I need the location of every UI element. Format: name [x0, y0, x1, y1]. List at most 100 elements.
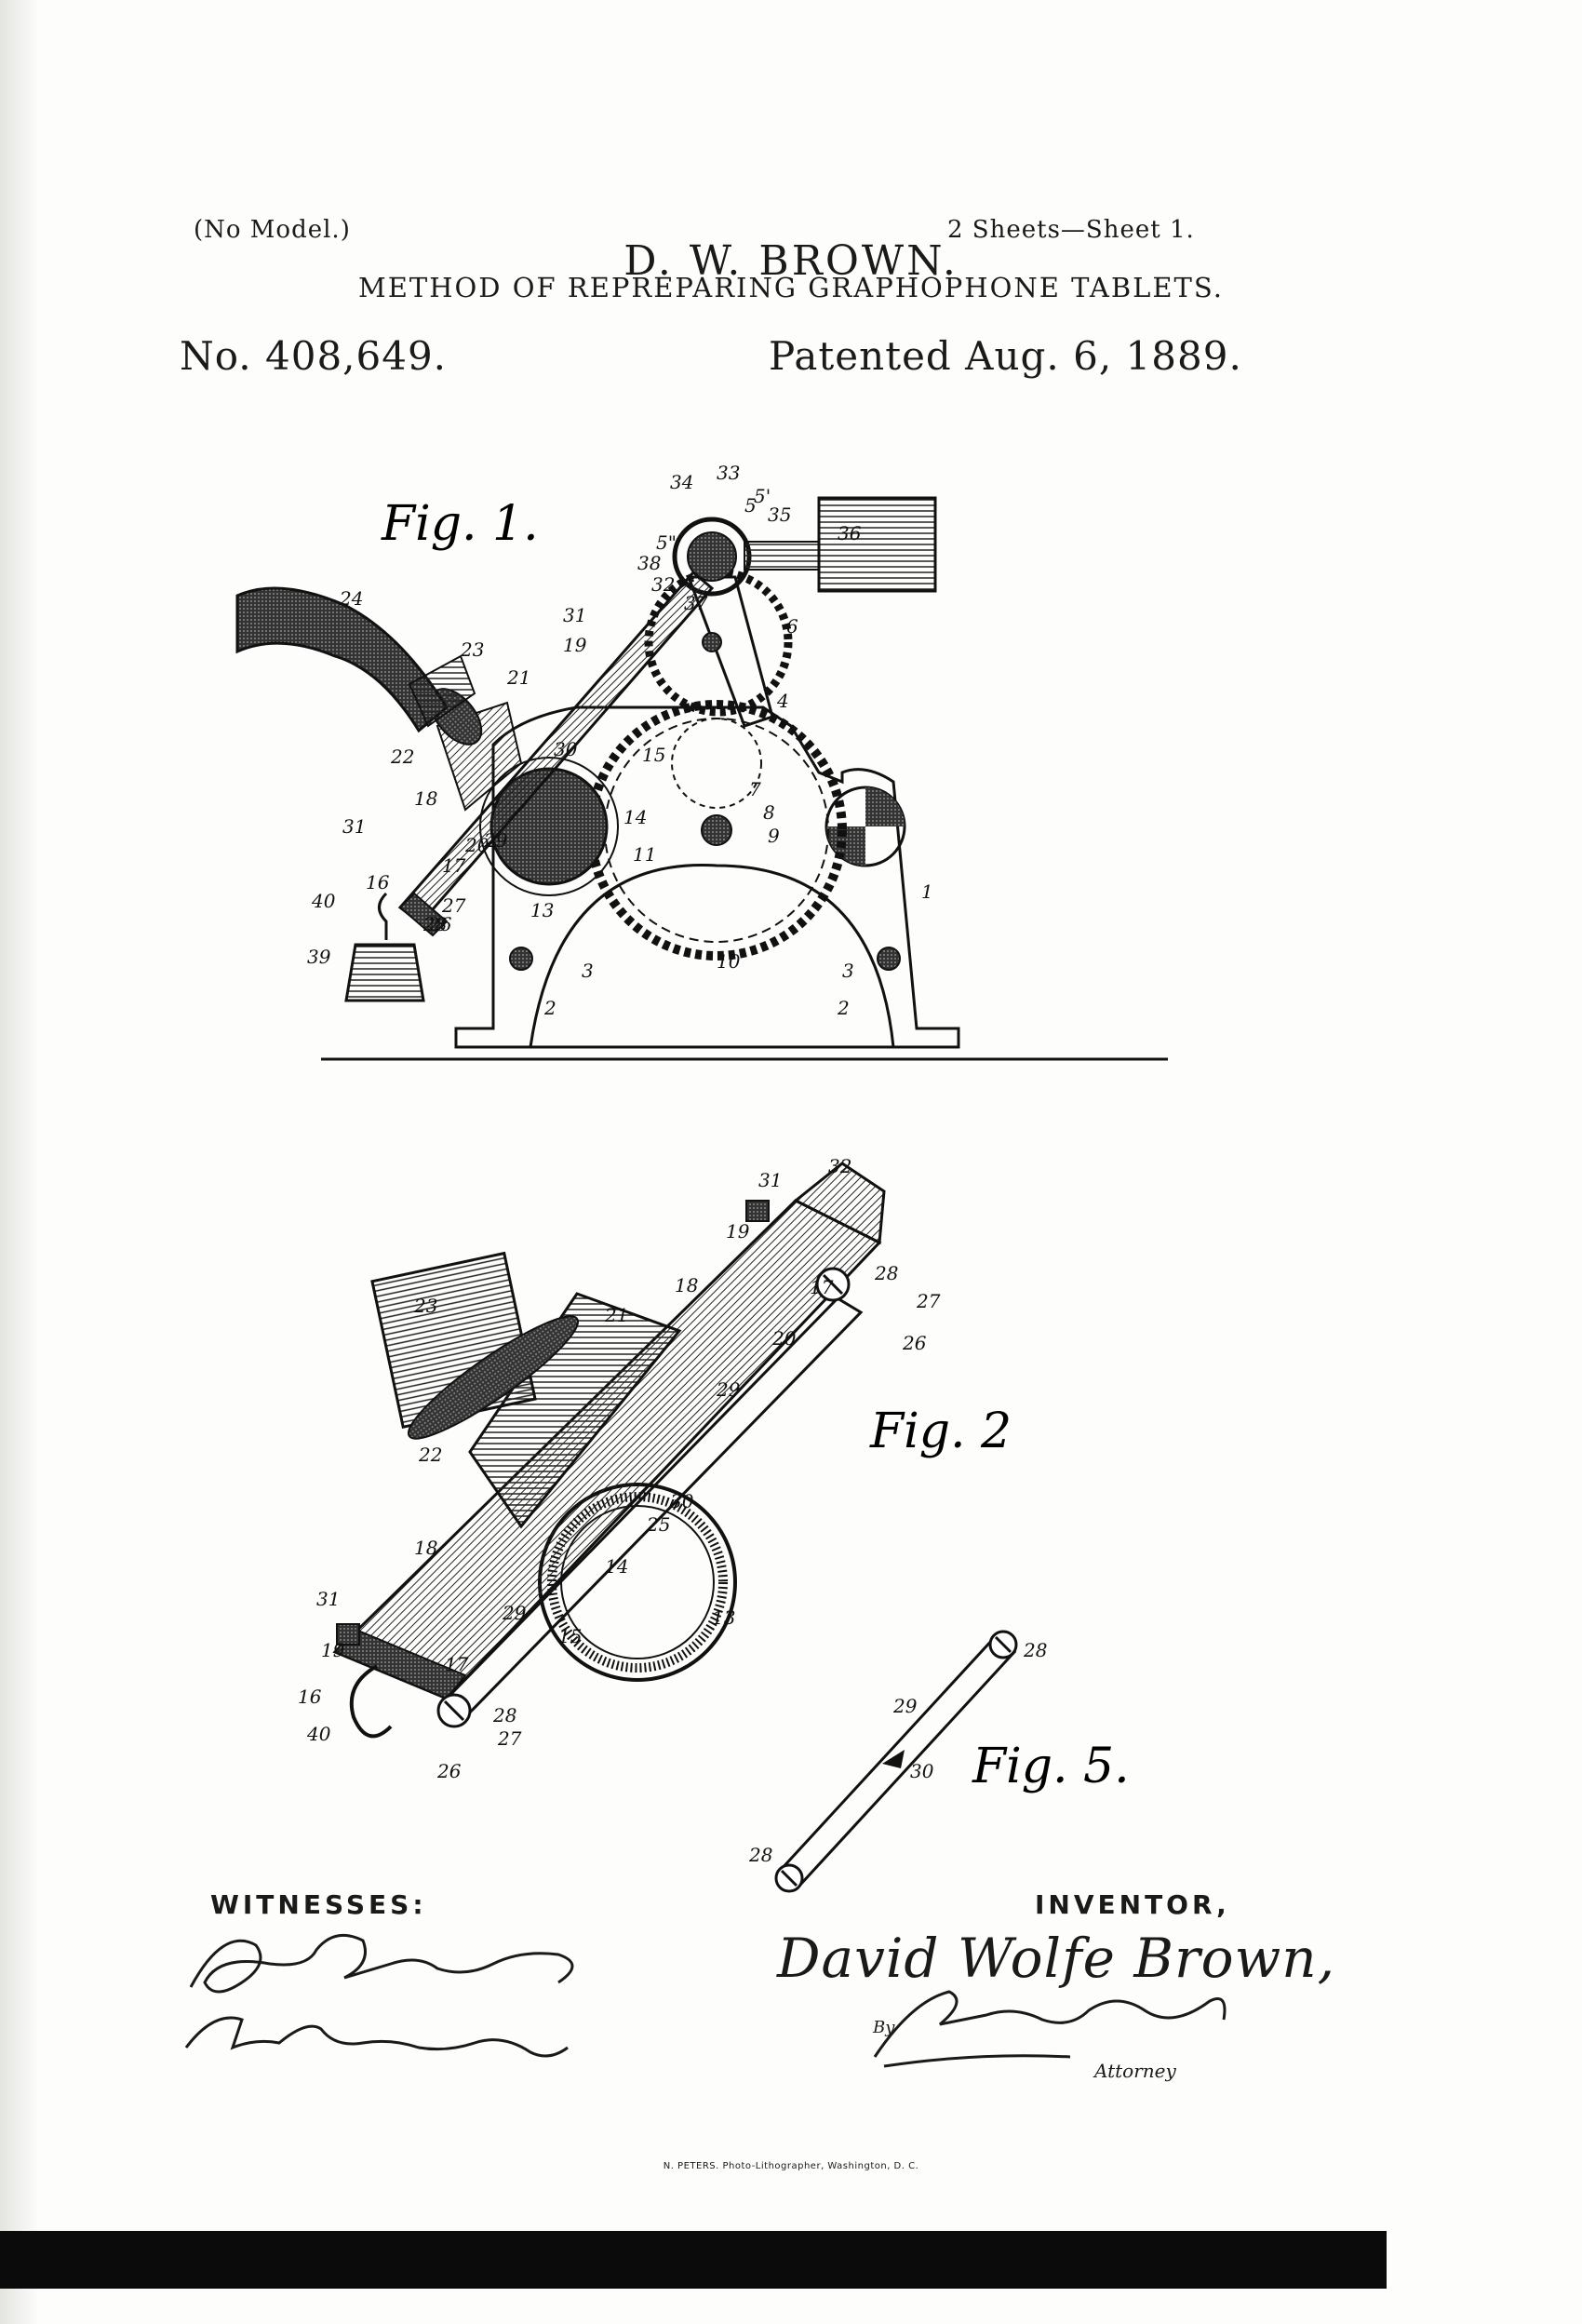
ref-numeral: 36	[838, 522, 862, 544]
ref-numeral: 20	[771, 1327, 797, 1350]
ref-numeral: 18	[414, 1537, 437, 1559]
by-label: By	[873, 2018, 895, 2037]
model-note: (No Model.)	[194, 216, 351, 244]
lever-detent	[882, 1750, 905, 1768]
top-bearing-core	[687, 531, 737, 582]
ref-numeral: 26	[436, 1760, 462, 1782]
ref-numeral: 15	[642, 744, 665, 766]
ref-numeral: 28	[748, 1844, 772, 1866]
ref-numeral: 17	[442, 854, 466, 877]
figure-2: Fig. 2 13	[298, 1155, 1012, 1782]
inventor-surname-header: D. W. BROWN.	[623, 237, 959, 285]
ref-numeral: 30	[910, 1760, 934, 1782]
ref-numeral: 27	[441, 894, 466, 917]
ref-numeral: 18	[414, 787, 437, 810]
hose-coupling	[408, 654, 476, 728]
hook	[378, 892, 388, 940]
ref-numeral: 29	[483, 829, 508, 852]
ref-numeral: 16	[298, 1686, 322, 1708]
ref-numeral: 30	[670, 1490, 694, 1512]
ref-numeral: 23	[413, 1295, 437, 1317]
ref-numeral: 10	[717, 950, 741, 973]
ref-numeral: 19	[321, 1639, 345, 1661]
pulley-quadrant	[826, 826, 865, 866]
ref-numeral: 34	[670, 471, 693, 493]
printer-imprint: N. PETERS. Photo-Lithographer, Washingto…	[663, 2161, 919, 2171]
ref-numeral: 29	[716, 1378, 741, 1401]
ref-numeral: 31	[563, 604, 586, 626]
ref-numeral: 5'	[754, 485, 771, 507]
fig-2-label: Fig. 2	[869, 1404, 1012, 1459]
ref-numeral: 31	[758, 1169, 782, 1191]
ref-numeral: 27	[916, 1290, 941, 1312]
inventor-label: INVENTOR,	[1035, 1889, 1230, 1920]
ref-numeral: 17	[445, 1653, 469, 1675]
ref-numeral: 27	[497, 1727, 522, 1750]
ref-numeral: 24	[339, 587, 363, 610]
patent-date: Patented Aug. 6, 1889.	[769, 333, 1242, 379]
shaft	[744, 541, 820, 571]
ref-numeral: 21	[604, 1304, 628, 1326]
screw-31	[336, 1623, 360, 1646]
small-gear-hidden	[671, 718, 762, 809]
ref-numeral: 19	[563, 634, 587, 656]
ref-numeral: 5	[744, 494, 757, 517]
fig-5-label: Fig. 5.	[972, 1739, 1130, 1794]
ref-numeral: 2	[543, 997, 556, 1019]
scan-edge-band	[0, 2231, 1387, 2289]
ref-numeral: 15	[558, 1625, 582, 1647]
ref-numeral: 35	[768, 504, 791, 526]
ref-numeral: 26	[427, 913, 452, 935]
ref-numeral: 2	[837, 997, 850, 1019]
ref-numeral: 28	[874, 1262, 898, 1284]
screw-slot	[822, 1273, 844, 1296]
patent-number: No. 408,649.	[180, 333, 448, 379]
gear-hub	[702, 632, 722, 652]
tablet-wax-layer	[547, 1492, 728, 1672]
sheet-count: 2 Sheets—Sheet 1.	[947, 216, 1195, 244]
witness-signatures	[184, 1933, 574, 2058]
ref-numeral: 18	[675, 1274, 698, 1296]
carriage-end	[398, 892, 449, 937]
ref-numeral: 29	[892, 1695, 918, 1717]
ref-numeral: 40	[311, 890, 336, 912]
drum	[817, 496, 937, 593]
figure-1: Fig. 1.	[235, 462, 1168, 1061]
figure-5: Fig. 5. 28 28 29 30	[748, 1630, 1130, 1893]
ref-numeral: 19	[726, 1220, 750, 1243]
fig-1-label: Fig. 1.	[381, 496, 539, 552]
carriage-top-end	[793, 1162, 886, 1245]
ref-numeral: 4	[776, 690, 789, 712]
inventor-signature: David Wolfe Brown,	[777, 1927, 1336, 1990]
ref-numeral: 25	[646, 1513, 670, 1536]
ref-numeral: 33	[717, 462, 740, 484]
screw-slot	[780, 1869, 798, 1887]
ref-numeral: 6	[786, 615, 798, 638]
ref-numeral: 3	[582, 960, 594, 982]
ref-numeral: 21	[506, 666, 530, 689]
ref-numeral: 11	[633, 843, 656, 866]
ref-numeral: 28	[1023, 1639, 1047, 1661]
screw-31	[745, 1200, 770, 1222]
ref-numeral: 40	[306, 1723, 331, 1745]
ref-numeral: 31	[316, 1588, 340, 1610]
hook	[349, 1664, 393, 1739]
ref-numeral: 17	[810, 1276, 834, 1298]
witnesses-label: WITNESSES:	[210, 1889, 427, 1920]
screw-slot	[994, 1635, 1012, 1654]
bolt	[509, 947, 533, 971]
ref-numeral: 3	[842, 960, 854, 982]
attorney-title: Attorney	[1094, 2060, 1176, 2082]
ref-numeral: 28	[492, 1704, 516, 1726]
pulley-quadrant	[865, 787, 905, 826]
ref-numeral: 37	[684, 592, 708, 614]
ref-numeral: 16	[366, 871, 390, 893]
ref-numeral: 29	[502, 1602, 527, 1624]
ref-numeral: 14	[605, 1555, 628, 1578]
ref-numeral: 39	[307, 946, 331, 968]
ref-numeral: 13	[530, 899, 554, 921]
ref-numeral: 7	[749, 778, 761, 800]
ref-numeral: 30	[554, 738, 578, 760]
ref-numeral: 14	[623, 806, 647, 828]
